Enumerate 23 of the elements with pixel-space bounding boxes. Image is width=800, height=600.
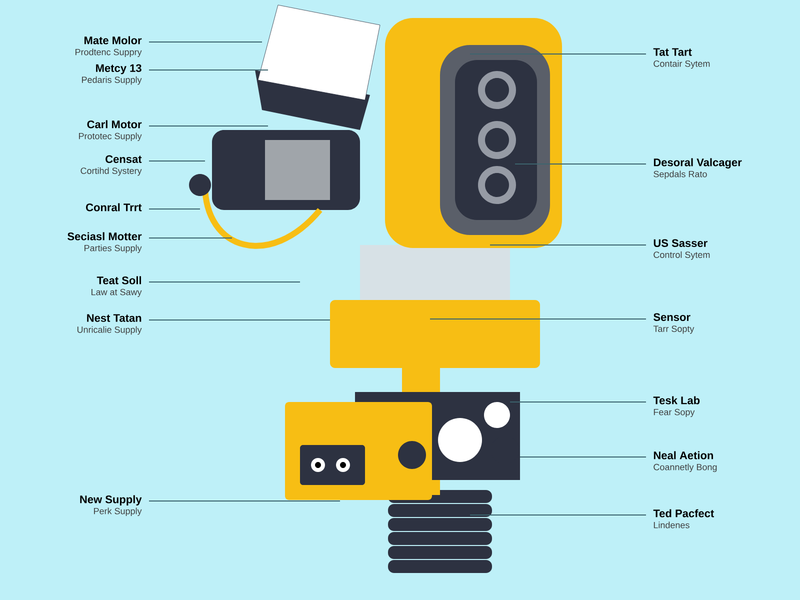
callout-label: US Sasser Control Sytem xyxy=(654,239,710,260)
leader-line xyxy=(148,160,206,162)
callout-label: Desoral Valcager Sepdals Rato xyxy=(654,158,742,180)
callout-label: Conral Trrt xyxy=(86,203,142,212)
callout-label: Carl Motor Prototec Supply xyxy=(79,120,142,142)
leader-line xyxy=(470,514,646,516)
leader-line xyxy=(148,500,340,502)
callout-label: Mate Molor Prodtenc Suppry xyxy=(76,36,142,58)
callout-label: Nest Tatan Unricalie Supply xyxy=(77,314,142,335)
callout-label: Ted Pacfect Lindenes xyxy=(653,509,714,528)
callout-label: New Supply Perk Supply xyxy=(80,495,142,516)
callout-label: Seciasl Motter Parties Supply xyxy=(68,232,142,254)
callout-label: Tat Tart Contair Sytem xyxy=(653,48,710,69)
callout-label: Metcy 13 Pedaris Supply xyxy=(82,64,142,85)
callout-label: Censat Cortihd Systery xyxy=(80,155,142,176)
callout-label: Neal Aetion Coannetly Bong xyxy=(654,451,717,472)
leader-line xyxy=(148,208,200,210)
callout-label: Sensor Tarr Sopty xyxy=(653,313,694,334)
callout-label: Tesk Lab Fear Sopy xyxy=(653,396,700,418)
leader-line xyxy=(520,456,646,458)
callout-label: Teat Soll Law at Sawy xyxy=(92,276,142,298)
leader-line xyxy=(490,244,646,246)
leader-line xyxy=(430,318,646,320)
